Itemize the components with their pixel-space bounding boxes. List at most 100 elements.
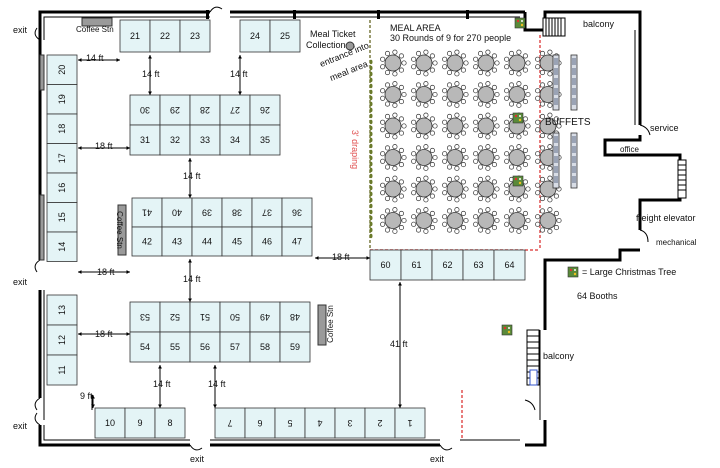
booth-64[interactable]: 64 — [493, 249, 526, 281]
booth-28[interactable]: 28 — [189, 94, 221, 126]
booth-11[interactable]: 11 — [46, 354, 78, 386]
meal-table — [504, 49, 531, 77]
booth-42[interactable]: 42 — [131, 226, 163, 257]
booth-47[interactable]: 47 — [281, 226, 313, 257]
meal-table — [380, 144, 407, 171]
booth-3[interactable]: 3 — [334, 407, 366, 439]
booth-45[interactable]: 45 — [221, 226, 253, 257]
booth-52[interactable]: 52 — [159, 301, 191, 333]
booth-12[interactable]: 12 — [46, 324, 78, 356]
booth-55[interactable]: 55 — [159, 331, 191, 363]
booth-number: 36 — [292, 208, 302, 218]
booth-44[interactable]: 44 — [191, 226, 223, 257]
booth-14[interactable]: 14 — [46, 231, 78, 262]
entrance-chair — [369, 185, 373, 191]
meal-table — [504, 144, 531, 171]
exit-label-bottom-right[interactable]: exit — [430, 454, 445, 464]
booth-49[interactable]: 49 — [249, 301, 281, 333]
booth-number: 13 — [57, 305, 67, 315]
booth-8[interactable]: 8 — [154, 407, 186, 439]
booth-13[interactable]: 13 — [46, 294, 78, 326]
balcony-label-top[interactable]: balcony — [583, 19, 615, 29]
booth-48[interactable]: 48 — [279, 301, 311, 333]
booth-26[interactable]: 26 — [249, 94, 281, 126]
balcony-label-bottom[interactable]: balcony — [543, 351, 575, 361]
entrance-chair — [369, 125, 373, 131]
booth-number: 55 — [170, 342, 180, 352]
booth-53[interactable]: 53 — [129, 301, 161, 333]
booth-10[interactable]: 10 — [94, 407, 126, 439]
booth-21[interactable]: 21 — [119, 19, 151, 53]
booth-number: 63 — [473, 260, 483, 270]
booth-number: 1 — [407, 418, 412, 428]
booth-46[interactable]: 46 — [251, 226, 283, 257]
booth-58[interactable]: 58 — [249, 331, 281, 363]
booth-23[interactable]: 23 — [179, 19, 211, 53]
booth-2[interactable]: 2 — [364, 407, 396, 439]
booth-35[interactable]: 35 — [249, 124, 281, 156]
dimension-line — [315, 256, 370, 260]
booth-43[interactable]: 43 — [161, 226, 193, 257]
booth-number: 3 — [347, 418, 352, 428]
meal-table — [380, 207, 407, 234]
booth-4[interactable]: 4 — [304, 407, 336, 439]
booth-36[interactable]: 36 — [281, 197, 313, 228]
booth-62[interactable]: 62 — [431, 249, 464, 281]
booth-count-label: 64 Booths — [577, 291, 618, 301]
booth-number: 6 — [257, 418, 262, 428]
booth-61[interactable]: 61 — [400, 249, 433, 281]
meal-table — [442, 49, 469, 77]
booth-27[interactable]: 27 — [219, 94, 251, 126]
booth-51[interactable]: 51 — [189, 301, 221, 333]
booth-9[interactable]: 9 — [124, 407, 156, 439]
booth-number: 64 — [504, 260, 514, 270]
booth-number: 17 — [57, 153, 67, 163]
booth-59[interactable]: 59 — [279, 331, 311, 363]
booth-25[interactable]: 25 — [269, 19, 301, 53]
booth-number: 46 — [262, 237, 272, 247]
booth-57[interactable]: 57 — [219, 331, 251, 363]
booth-50[interactable]: 50 — [219, 301, 251, 333]
booth-30[interactable]: 30 — [129, 94, 161, 126]
booth-32[interactable]: 32 — [159, 124, 191, 156]
booth-37[interactable]: 37 — [251, 197, 283, 228]
booth-6[interactable]: 6 — [244, 407, 276, 439]
exit-label-bottom-center[interactable]: exit — [190, 454, 205, 464]
exit-label-top-left[interactable]: exit — [13, 25, 28, 35]
booth-17[interactable]: 17 — [46, 143, 78, 174]
booth-number: 8 — [167, 418, 172, 428]
booth-33[interactable]: 33 — [189, 124, 221, 156]
booth-number: 28 — [200, 105, 210, 115]
booth-7[interactable]: 7 — [214, 407, 246, 439]
booth-number: 25 — [280, 31, 290, 41]
buffets-label: BUFFETS — [545, 117, 591, 128]
christmas-tree-icon — [512, 175, 524, 187]
booth-40[interactable]: 40 — [161, 197, 193, 228]
booth-22[interactable]: 22 — [149, 19, 181, 53]
booth-19[interactable]: 19 — [46, 84, 78, 115]
booth-20[interactable]: 20 — [46, 54, 78, 85]
booth-16[interactable]: 16 — [46, 172, 78, 203]
booth-41[interactable]: 41 — [131, 197, 163, 228]
booth-54[interactable]: 54 — [129, 331, 161, 363]
entrance-chair — [369, 227, 373, 233]
booth-15[interactable]: 15 — [46, 202, 78, 233]
booth-1[interactable]: 1 — [394, 407, 426, 439]
booth-38[interactable]: 38 — [221, 197, 253, 228]
booth-39[interactable]: 39 — [191, 197, 223, 228]
booth-34[interactable]: 34 — [219, 124, 251, 156]
booth-31[interactable]: 31 — [129, 124, 161, 156]
exit-label-mid-left[interactable]: exit — [13, 277, 28, 287]
meal-area-title: MEAL AREA — [390, 23, 441, 33]
booth-number: 56 — [200, 342, 210, 352]
booth-5[interactable]: 5 — [274, 407, 306, 439]
booth-56[interactable]: 56 — [189, 331, 221, 363]
booth-29[interactable]: 29 — [159, 94, 191, 126]
booth-60[interactable]: 60 — [369, 249, 402, 281]
coffee-station-label-left: Coffee Stn — [114, 211, 124, 249]
exit-label-bottom-left[interactable]: exit — [13, 421, 28, 431]
booth-18[interactable]: 18 — [46, 113, 78, 144]
booth-63[interactable]: 63 — [462, 249, 495, 281]
dimension-line — [238, 55, 242, 95]
booth-24[interactable]: 24 — [239, 19, 271, 53]
